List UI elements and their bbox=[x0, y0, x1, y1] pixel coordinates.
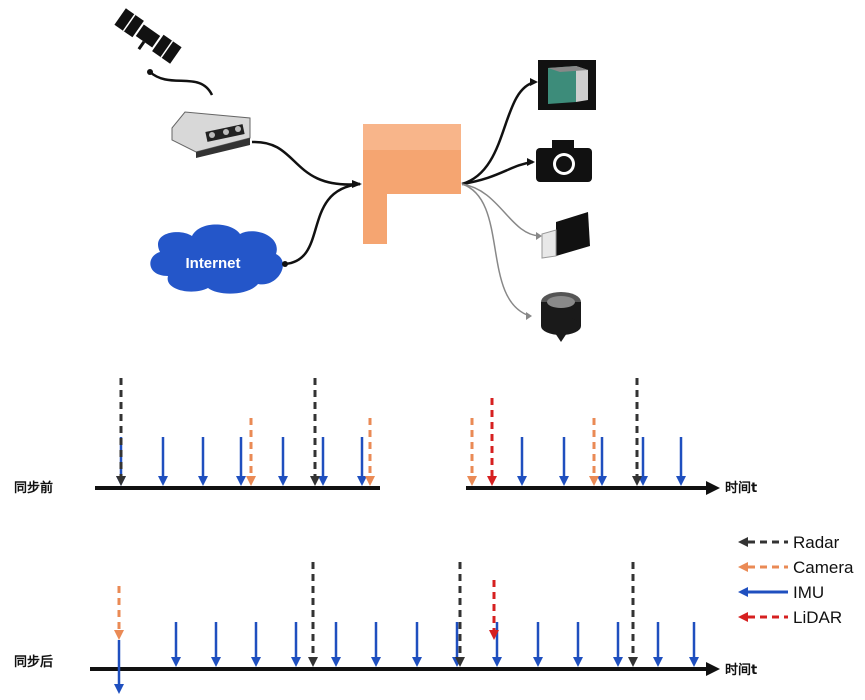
camera-arrow-after bbox=[114, 586, 124, 640]
imu-arrow-after bbox=[533, 622, 543, 667]
legend-item-lidar: LiDAR bbox=[738, 608, 842, 627]
imu-arrow-before bbox=[198, 437, 208, 486]
lidar-link bbox=[461, 80, 536, 186]
satellite-link bbox=[149, 71, 214, 96]
imu-arrow-after bbox=[291, 622, 301, 667]
imu-arrow-after bbox=[251, 622, 261, 667]
imu-icon bbox=[541, 292, 581, 342]
imu-arrow-before bbox=[236, 437, 246, 486]
internet-label: Internet bbox=[185, 255, 240, 272]
imu-arrow-after bbox=[171, 622, 181, 667]
legend-item-radar: Radar bbox=[738, 533, 840, 552]
lidar-arrow-before bbox=[487, 398, 497, 486]
after-sync-label: 同步后 bbox=[14, 654, 53, 670]
imu-arrow-after-first bbox=[114, 640, 124, 694]
satellite-icon bbox=[114, 8, 182, 64]
imu-arrow-after bbox=[689, 622, 699, 667]
imu-arrow-before bbox=[597, 437, 607, 486]
before-sync-label: 同步前 bbox=[14, 480, 53, 496]
legend-label: LiDAR bbox=[793, 608, 842, 627]
camera-arrow-before bbox=[467, 418, 477, 486]
lidar-arrow-after bbox=[489, 580, 499, 640]
imu-arrow-after bbox=[211, 622, 221, 667]
after-markers bbox=[114, 562, 699, 694]
radar-arrow-before bbox=[310, 378, 320, 486]
camera-icon bbox=[536, 140, 592, 182]
legend-item-imu: IMU bbox=[738, 583, 824, 602]
axis-label-top: 时间t bbox=[725, 480, 757, 496]
imu-arrow-before bbox=[676, 437, 686, 486]
internet-link bbox=[284, 182, 361, 266]
camera-arrow-before bbox=[365, 418, 375, 486]
radar-arrow-after bbox=[455, 562, 465, 667]
imu-arrow-after bbox=[412, 622, 422, 667]
imu-link bbox=[461, 183, 531, 317]
imu-arrow-before bbox=[559, 437, 569, 486]
before-markers bbox=[116, 378, 686, 486]
axis-arrowhead bbox=[706, 481, 720, 495]
legend-label: IMU bbox=[793, 583, 824, 602]
camera-arrow-before bbox=[589, 418, 599, 486]
imu-arrow-after bbox=[573, 622, 583, 667]
axis-label-bottom: 时间t bbox=[725, 662, 757, 678]
imu-arrow-after bbox=[331, 622, 341, 667]
internet-cloud: Internet bbox=[150, 224, 283, 294]
radar-icon bbox=[541, 212, 590, 259]
radar-arrow-after bbox=[308, 562, 318, 667]
camera-arrow-before bbox=[246, 418, 256, 486]
imu-arrow-after bbox=[371, 622, 381, 667]
axis-arrowhead bbox=[706, 662, 720, 676]
imu-arrow-before bbox=[517, 437, 527, 486]
imu-arrow-after bbox=[492, 622, 502, 667]
receiver-icon bbox=[171, 111, 251, 158]
processing-hub bbox=[363, 124, 461, 244]
legend-item-camera: Camera bbox=[738, 558, 854, 577]
imu-arrow-before bbox=[357, 437, 367, 486]
radar-link bbox=[461, 183, 541, 237]
receiver-link bbox=[251, 140, 361, 186]
legend-label: Camera bbox=[793, 558, 854, 577]
imu-arrow-after bbox=[613, 622, 623, 667]
imu-arrow-before bbox=[318, 437, 328, 486]
imu-arrow-before bbox=[158, 437, 168, 486]
legend-label: Radar bbox=[793, 533, 840, 552]
imu-arrow-before bbox=[278, 437, 288, 486]
radar-arrow-before bbox=[632, 378, 642, 486]
lidar-icon bbox=[538, 60, 596, 110]
radar-arrow-before bbox=[116, 378, 126, 486]
radar-arrow-after bbox=[628, 562, 638, 667]
camera-link bbox=[461, 160, 534, 186]
imu-arrow-after bbox=[653, 622, 663, 667]
